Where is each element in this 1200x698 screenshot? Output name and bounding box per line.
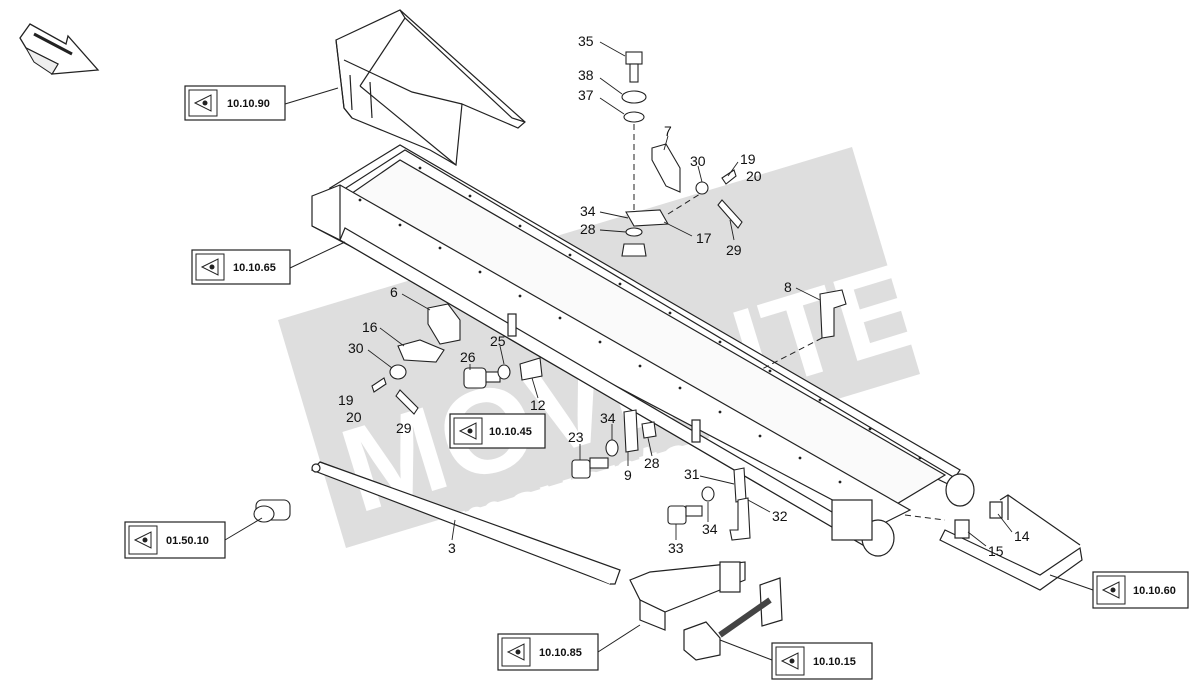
reference-code: 10.10.85 xyxy=(539,647,582,659)
callout-label: 8 xyxy=(784,279,792,295)
callout-leaders xyxy=(367,41,1013,547)
reference-code: 10.10.60 xyxy=(1133,585,1176,597)
callout-label: 6 xyxy=(390,284,398,300)
reference-code: 10.10.45 xyxy=(489,426,532,438)
reference-box-10-10-60[interactable]: 10.10.60 xyxy=(1049,571,1189,609)
eye-icon xyxy=(200,258,219,276)
reference-box-10-10-45[interactable]: 10.10.45 xyxy=(449,413,546,449)
reference-box-10-10-90[interactable]: 10.10.90 xyxy=(184,85,339,121)
callout-label: 14 xyxy=(1014,528,1030,544)
callout-label: 29 xyxy=(396,420,412,436)
callout-label: 23 xyxy=(568,429,584,445)
reference-box-01-50-10[interactable]: 01.50.10 xyxy=(124,517,263,559)
assembly-center-lines xyxy=(633,124,946,521)
callout-label: 33 xyxy=(668,540,684,556)
eye-icon xyxy=(193,94,212,112)
eye-icon xyxy=(458,422,477,440)
callout-label: 17 xyxy=(696,230,712,246)
callout-label: 15 xyxy=(988,543,1004,559)
reference-box-10-10-15[interactable]: 10.10.15 xyxy=(719,639,873,680)
callout-label: 34 xyxy=(600,410,616,426)
callout-label: 31 xyxy=(684,466,700,482)
callout-labels: 35 38 37 7 30 19 20 34 28 17 29 8 6 16 3… xyxy=(338,33,1030,559)
callout-label: 16 xyxy=(362,319,378,335)
callout-label: 30 xyxy=(348,340,364,356)
callout-label: 19 xyxy=(338,392,354,408)
callout-label: 34 xyxy=(580,203,596,219)
callout-label: 20 xyxy=(746,168,762,184)
hardware-parts xyxy=(253,51,847,541)
callout-label: 20 xyxy=(346,409,362,425)
callout-label: 26 xyxy=(460,349,476,365)
callout-label: 34 xyxy=(702,521,718,537)
callout-label: 28 xyxy=(580,221,596,237)
callout-label: 3 xyxy=(448,540,456,556)
callout-label: 38 xyxy=(578,67,594,83)
conveyor-frame xyxy=(311,144,975,557)
bracket-assembly-15 xyxy=(683,577,783,661)
reference-code: 10.10.90 xyxy=(227,98,270,110)
reference-box-10-10-85[interactable]: 10.10.85 xyxy=(497,624,641,671)
support-bar xyxy=(310,461,621,585)
callout-label: 35 xyxy=(578,33,594,49)
eye-icon xyxy=(780,652,799,670)
callout-label: 19 xyxy=(740,151,756,167)
reference-code: 01.50.10 xyxy=(166,535,209,547)
callout-label: 9 xyxy=(624,467,632,483)
tail-frame xyxy=(939,494,1083,591)
callout-label: 37 xyxy=(578,87,594,103)
callout-label: 32 xyxy=(772,508,788,524)
callout-label: 12 xyxy=(530,397,546,413)
callout-label: 29 xyxy=(726,242,742,258)
callout-label: 28 xyxy=(644,455,660,471)
reference-code: 10.10.65 xyxy=(233,262,276,274)
hopper xyxy=(335,9,526,166)
eye-icon xyxy=(506,643,525,661)
reference-code: 10.10.15 xyxy=(813,656,856,668)
reference-box-10-10-65[interactable]: 10.10.65 xyxy=(191,241,346,285)
callout-label: 25 xyxy=(490,333,506,349)
eye-icon xyxy=(1101,581,1120,599)
direction-arrow-icon xyxy=(19,23,100,75)
callout-label: 30 xyxy=(690,153,706,169)
bracket-assembly-85 xyxy=(629,561,746,631)
eye-icon xyxy=(133,531,152,549)
callout-label: 7 xyxy=(664,123,672,139)
